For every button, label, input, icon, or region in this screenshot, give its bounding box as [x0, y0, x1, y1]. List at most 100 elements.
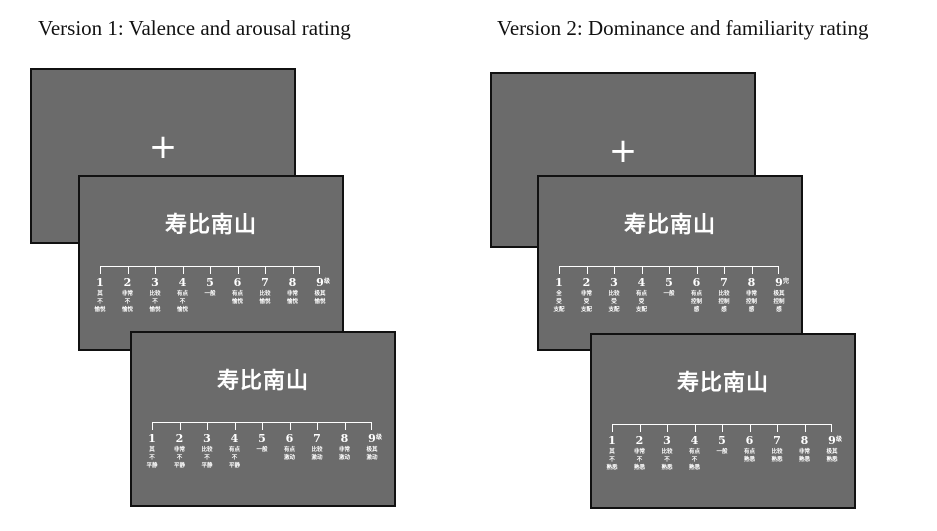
scale-number: 4: [637, 276, 646, 289]
scale-label: 非常受支配: [580, 291, 592, 313]
scale-label: 非常不平静: [173, 447, 185, 469]
scale-number: 8: [340, 432, 349, 445]
scale-number: 6: [745, 434, 754, 447]
scale-number: 6: [692, 276, 701, 289]
scale-number: 8: [288, 276, 297, 289]
scale-label: 极其激动: [366, 447, 378, 461]
scale-number: 2: [635, 434, 644, 447]
scale-end-label: 级: [376, 434, 383, 441]
scale-tick: [207, 422, 208, 430]
scale-tick: [669, 266, 670, 274]
fixation-cross: +: [148, 127, 178, 167]
scale-number: 9: [775, 276, 783, 289]
scale-tick: [667, 424, 668, 432]
scale-label: 一般: [204, 291, 216, 297]
scale-number: 9: [316, 276, 324, 289]
scale-label: 极其熟悉: [826, 449, 838, 463]
scale-label: 其不愉悦: [94, 291, 106, 313]
scale-label: 非常不熟悉: [633, 449, 645, 471]
scale-label: 一般: [256, 447, 268, 453]
scale-number: 5: [718, 434, 726, 447]
scale-tick: [722, 424, 723, 432]
scale-number: 6: [233, 276, 242, 289]
scale-label: 有点激动: [283, 447, 295, 461]
scale-number: 7: [773, 434, 781, 447]
scale-label: 一般: [716, 449, 728, 455]
heading-version-1: Version 1: Valence and arousal rating: [38, 16, 351, 40]
scale-label: 非常不愉悦: [121, 291, 133, 313]
scale-number: 7: [313, 432, 321, 445]
scale-number: 9: [828, 434, 836, 447]
scale-tick: [696, 266, 698, 274]
scale-number: 5: [206, 276, 214, 289]
scale-label: 非常激动: [338, 447, 350, 461]
scale-number: 1: [608, 434, 616, 447]
stimulus-word: 寿比南山: [676, 371, 769, 396]
stimulus-word: 寿比南山: [623, 213, 716, 238]
scale-tick: [210, 266, 211, 274]
scale-label: 其不熟悉: [606, 449, 618, 471]
scale-tick: [749, 424, 751, 432]
scale-tick: [614, 266, 615, 274]
scale-number: 6: [285, 432, 294, 445]
scale-tick: [265, 266, 266, 274]
scale-tick: [639, 424, 641, 432]
scale-number: 7: [261, 276, 269, 289]
scale-tick: [234, 422, 236, 430]
scale-tick: [292, 266, 294, 274]
scale-number: 4: [178, 276, 187, 289]
scale-tick: [641, 266, 643, 274]
scale-label: 比较控制感: [718, 291, 730, 313]
scale-label: 有点熟悉: [743, 449, 755, 463]
scale-label: 比较不熟悉: [661, 449, 673, 471]
scale-tick: [127, 266, 129, 274]
scale-number: 1: [555, 276, 563, 289]
scale-number: 1: [148, 432, 156, 445]
scale-number: 9: [368, 432, 376, 445]
scale-label: 非常熟悉: [798, 449, 810, 463]
scale-tick: [724, 266, 725, 274]
scale-tick: [694, 424, 696, 432]
scale-label: 比较熟悉: [771, 449, 783, 463]
scale-label: 有点不愉悦: [176, 291, 188, 313]
scale-tick: [344, 422, 346, 430]
scale-label: 有点受支配: [635, 291, 647, 313]
scale-number: 3: [610, 276, 618, 289]
scale-label: 比较受支配: [608, 291, 620, 313]
scale-label: 比较不平静: [201, 447, 213, 469]
scale-tick: [289, 422, 291, 430]
scale-tick: [237, 266, 239, 274]
scale-number: 3: [151, 276, 159, 289]
scale-tick: [317, 422, 318, 430]
scale-label: 非常愉悦: [286, 291, 298, 305]
scale-label: 有点愉悦: [231, 291, 243, 305]
scale-label: 比较愉悦: [259, 291, 271, 305]
scale-end-label: 级: [836, 436, 843, 443]
scale-label: 极其控制感: [773, 291, 785, 313]
scale-label: 有点不熟悉: [688, 449, 700, 471]
scale-number: 4: [230, 432, 239, 445]
stimulus-word: 寿比南山: [164, 213, 257, 238]
scale-tick: [804, 424, 806, 432]
scale-label: 其不平静: [146, 447, 158, 469]
scale-number: 5: [258, 432, 266, 445]
scale-tick: [155, 266, 156, 274]
fixation-cross: +: [608, 131, 638, 171]
scale-number: 4: [690, 434, 699, 447]
scale-number: 8: [747, 276, 756, 289]
scale-number: 3: [203, 432, 211, 445]
scale-number: 2: [582, 276, 591, 289]
scale-label: 全受支配: [553, 291, 565, 313]
scale-tick: [182, 266, 184, 274]
scale-tick: [586, 266, 588, 274]
scale-tick: [262, 422, 263, 430]
scale-label: 有点控制感: [690, 291, 702, 313]
scale-number: 1: [96, 276, 104, 289]
scale-end-label: 完: [783, 278, 790, 285]
